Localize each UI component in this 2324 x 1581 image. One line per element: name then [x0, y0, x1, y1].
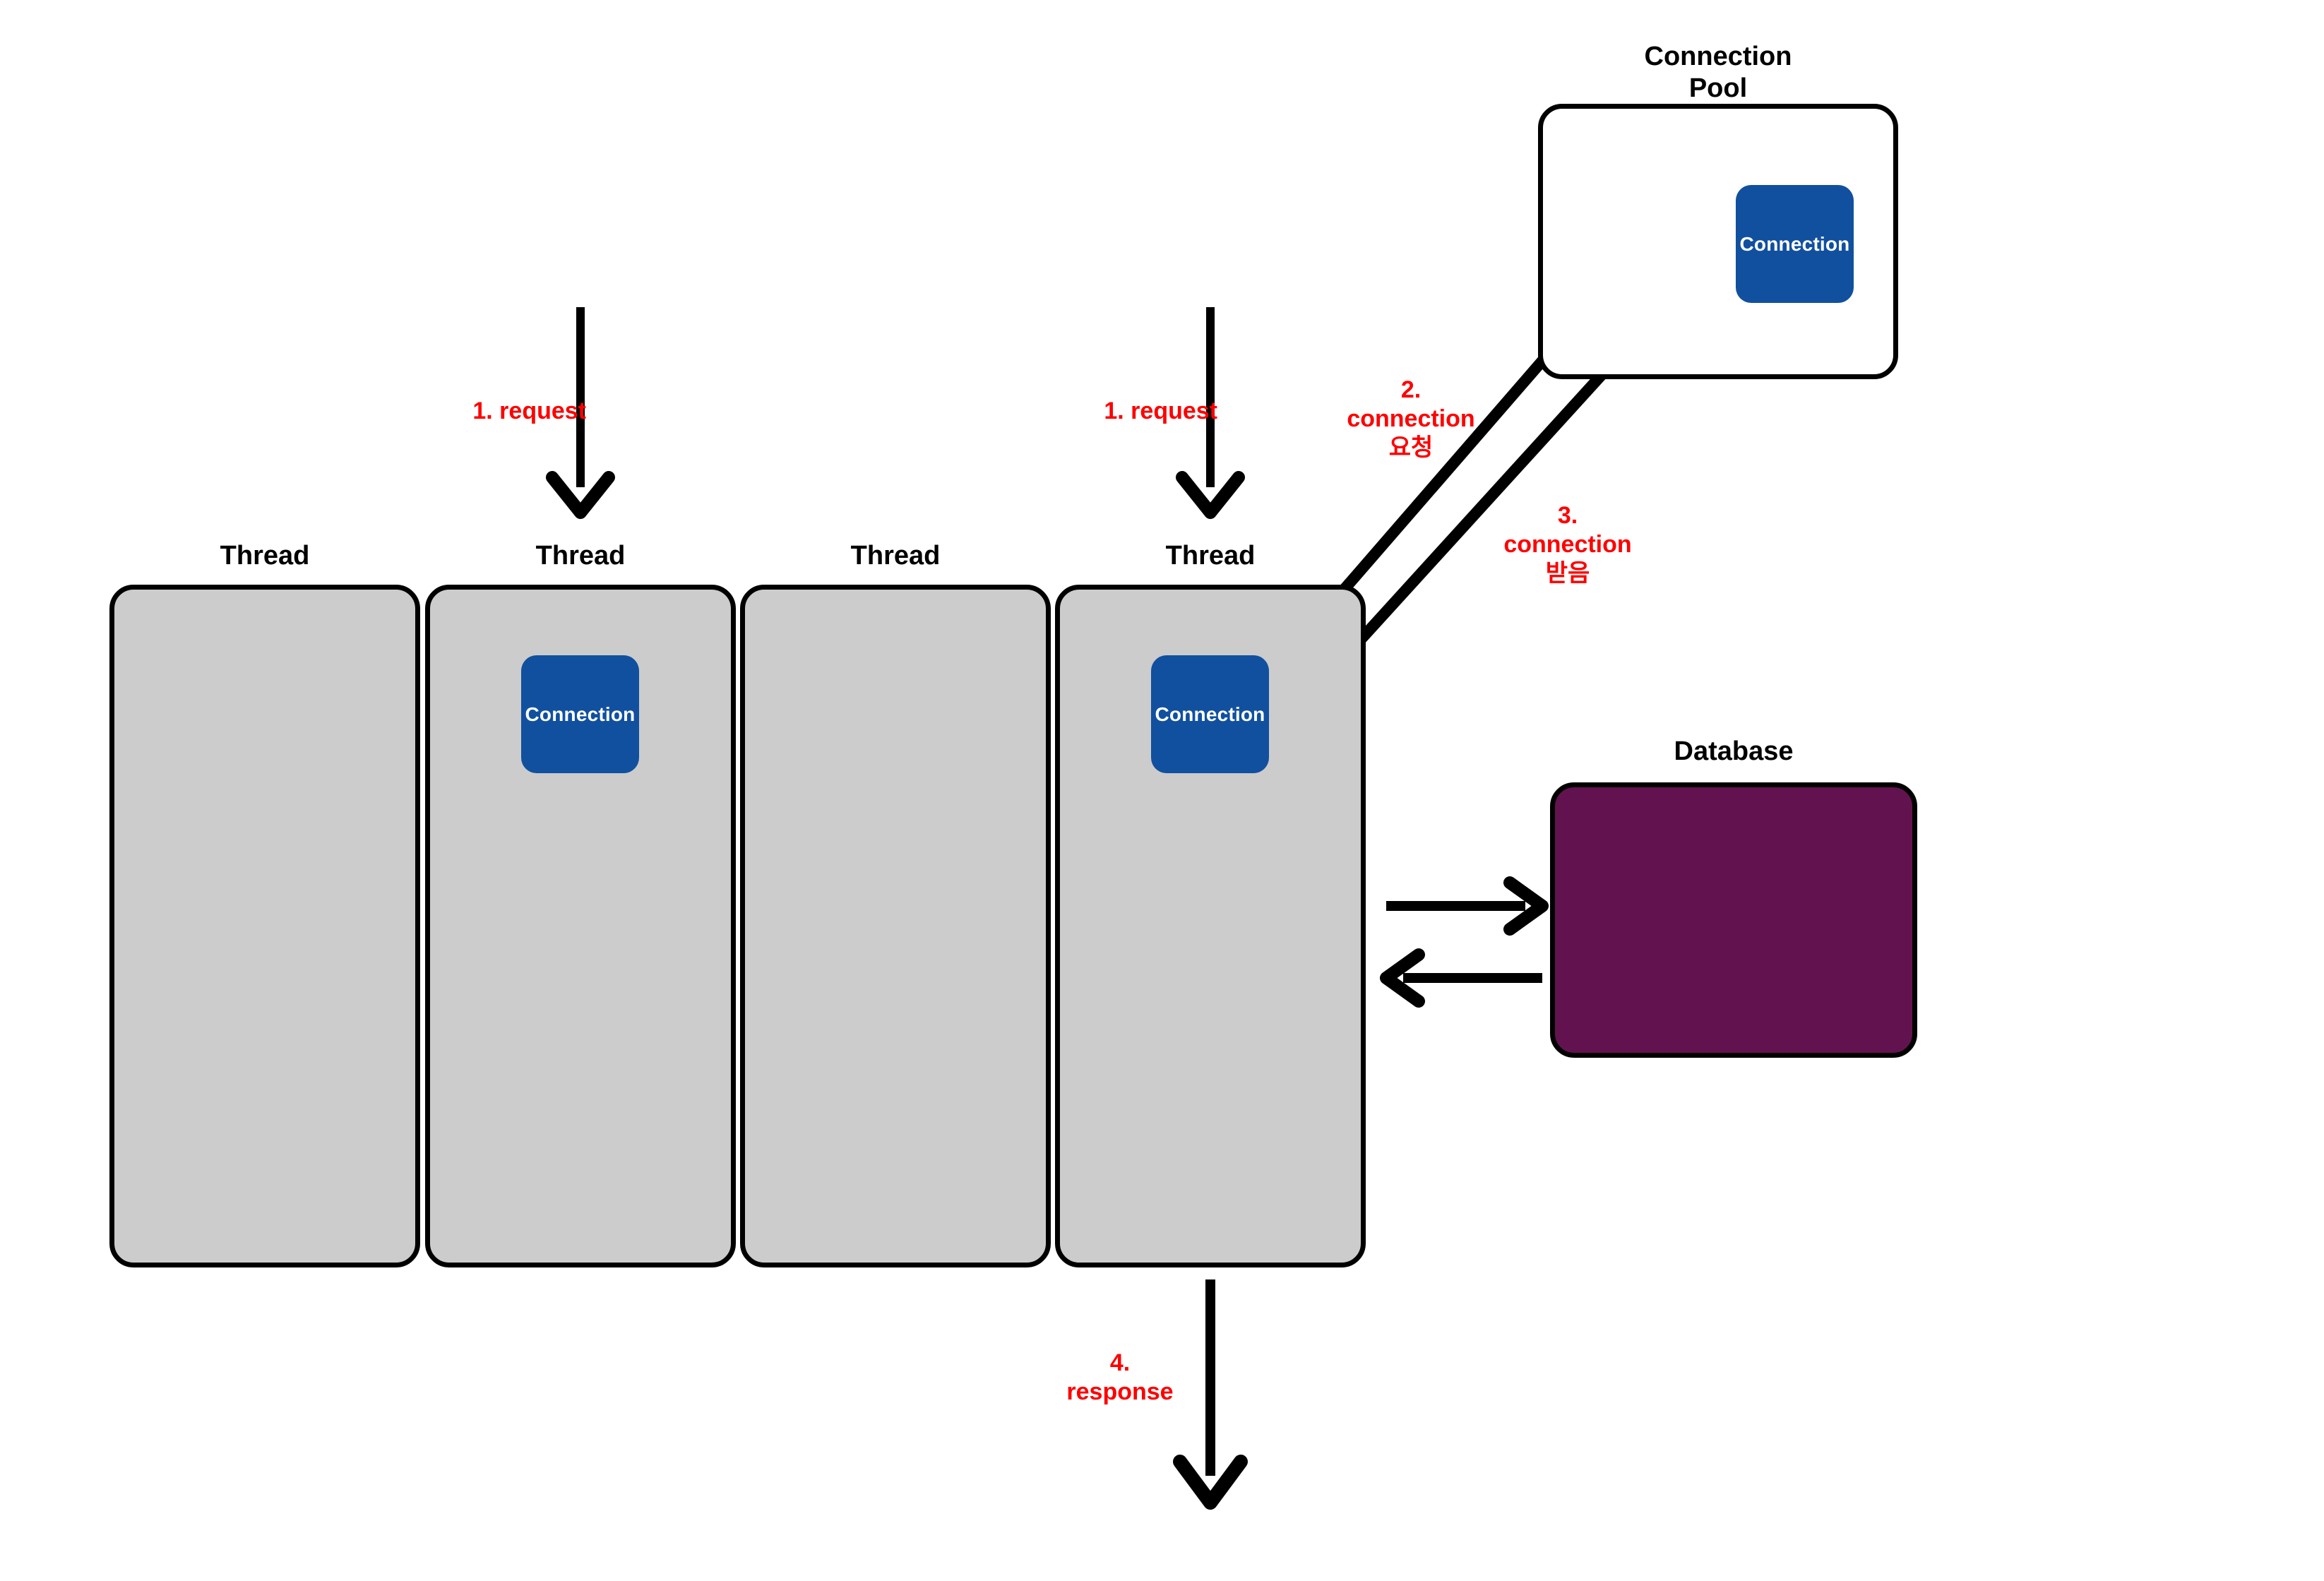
flow-label-connection-request: 2. connection 요청 [1347, 376, 1475, 461]
thread-4-connection-block[interactable]: Connection [1151, 655, 1269, 773]
database-to-thread-arrow [1380, 948, 1542, 1008]
flow-label-connection-received: 3. connection 받음 [1503, 502, 1632, 587]
flow-label-request-2: 1. request [1104, 398, 1217, 424]
thread-4-box[interactable] [1055, 585, 1366, 1267]
thread-4-title: Thread [1165, 541, 1256, 571]
database-box[interactable] [1550, 782, 1917, 1058]
thread-2-connection-label: Connection [525, 703, 636, 725]
thread-3-box[interactable] [740, 585, 1051, 1267]
database-title: Database [1674, 736, 1794, 766]
thread-1-box[interactable] [109, 585, 420, 1267]
thread-3-title: Thread [850, 541, 941, 571]
pool-connection-label: Connection [1739, 232, 1850, 255]
thread-2-title: Thread [535, 541, 626, 571]
thread-1-title: Thread [220, 541, 310, 571]
thread-2-connection-block[interactable]: Connection [521, 655, 639, 773]
thread-4-connection-label: Connection [1155, 703, 1265, 725]
pool-connection-block[interactable]: Connection [1736, 185, 1854, 303]
flow-label-request-1: 1. request [472, 398, 586, 424]
thread-to-database-arrow [1386, 876, 1549, 936]
connection-pool-title: Connection Pool [1644, 42, 1792, 103]
flow-label-response: 4. response [1066, 1349, 1174, 1405]
